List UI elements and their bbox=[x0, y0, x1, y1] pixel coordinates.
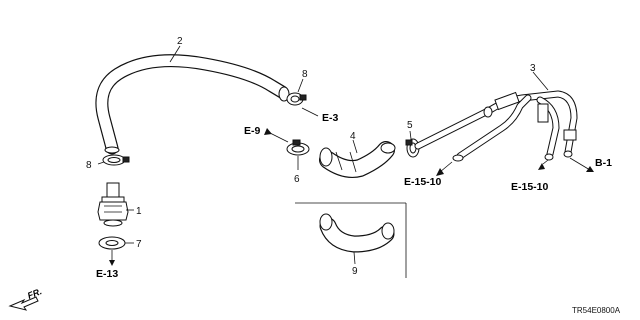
part-number-1: 1 bbox=[136, 206, 142, 217]
leader-2 bbox=[169, 45, 181, 63]
clamp-6 bbox=[286, 139, 310, 170]
clamp-8-upper bbox=[286, 78, 319, 117]
ref-e15-10-right: E-15-10 bbox=[511, 181, 549, 193]
inset-frame bbox=[295, 202, 407, 278]
part-number-3: 3 bbox=[530, 63, 536, 74]
pcv-valve-1 bbox=[97, 182, 134, 227]
part-number-9: 9 bbox=[352, 266, 358, 277]
hose-4 bbox=[319, 139, 396, 178]
hose-9 bbox=[319, 213, 395, 265]
front-direction-arrow bbox=[8, 296, 39, 311]
hose-2 bbox=[95, 54, 290, 155]
washer-7 bbox=[98, 236, 134, 250]
part-number-7: 7 bbox=[136, 239, 142, 250]
ref-e13: E-13 bbox=[96, 268, 118, 280]
arrow-e13 bbox=[109, 250, 115, 266]
pipe-assembly-3 bbox=[414, 71, 578, 162]
arrow-e9 bbox=[264, 128, 289, 143]
part-number-5: 5 bbox=[407, 120, 413, 131]
part-number-4: 4 bbox=[350, 131, 356, 142]
part-number-8-lower: 8 bbox=[86, 160, 92, 171]
ref-e15-10-left: E-15-10 bbox=[404, 176, 442, 188]
front-direction-label: FR. bbox=[26, 286, 43, 301]
arrow-b1 bbox=[569, 157, 594, 172]
clamp-8-lower bbox=[97, 154, 130, 166]
arrow-e15-10-left bbox=[436, 161, 453, 176]
ref-e9: E-9 bbox=[244, 125, 261, 137]
part-number-2: 2 bbox=[177, 36, 183, 47]
diagram-code: TR54E0800A bbox=[572, 306, 621, 315]
part-number-6: 6 bbox=[294, 174, 300, 185]
ref-b1: B-1 bbox=[595, 157, 612, 169]
arrow-e15-10-right bbox=[538, 159, 549, 170]
part-number-8-upper: 8 bbox=[302, 69, 308, 80]
ref-e3: E-3 bbox=[322, 112, 339, 124]
